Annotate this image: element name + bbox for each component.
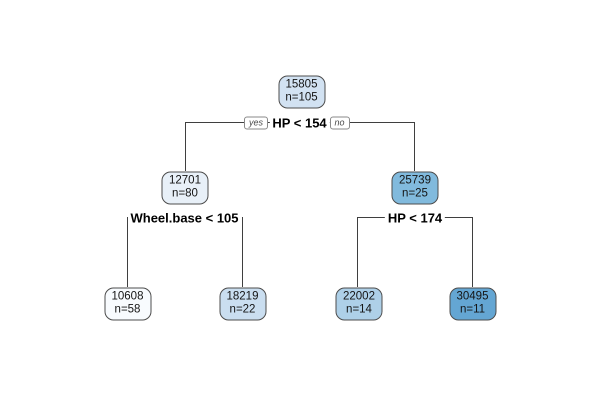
split-label-hp-174: HP < 174: [384, 210, 446, 225]
node-count: n=14: [346, 303, 372, 316]
tree-node-root: 15805 n=105: [278, 75, 325, 108]
branch-line-right-left: [357, 217, 358, 287]
node-count: n=22: [229, 303, 256, 316]
tree-node-left: 12701 n=80: [161, 171, 209, 204]
branch-line-right-right: [472, 217, 473, 287]
tree-leaf-lr: 18219 n=22: [219, 287, 266, 320]
tree-leaf-rr: 30495 n=11: [449, 287, 496, 320]
node-value: 12701: [169, 174, 201, 186]
tree-leaf-rl: 22002 n=14: [335, 287, 383, 320]
no-badge: no: [329, 116, 350, 129]
node-count: n=58: [114, 303, 141, 316]
node-count: n=25: [402, 187, 428, 200]
branch-line-root-left: [185, 122, 186, 171]
yes-badge: yes: [243, 116, 269, 129]
node-count: n=105: [285, 91, 318, 104]
split-label-hp-154: HP < 154: [269, 115, 330, 130]
node-count: n=11: [459, 303, 486, 316]
node-value: 30495: [456, 290, 489, 302]
split-label-wheelbase-105: Wheel.base < 105: [127, 210, 242, 225]
tree-leaf-ll: 10608 n=58: [104, 287, 151, 320]
node-value: 22002: [343, 290, 375, 302]
node-value: 18219: [226, 290, 259, 302]
node-value: 10608: [111, 290, 144, 302]
branch-line-left-left: [127, 217, 128, 287]
branch-line-left-right: [242, 217, 243, 287]
node-value: 15805: [285, 78, 318, 90]
tree-node-right: 25739 n=25: [391, 171, 439, 204]
branch-line-root-right: [414, 122, 415, 171]
node-count: n=80: [172, 187, 198, 200]
node-value: 25739: [399, 174, 431, 186]
